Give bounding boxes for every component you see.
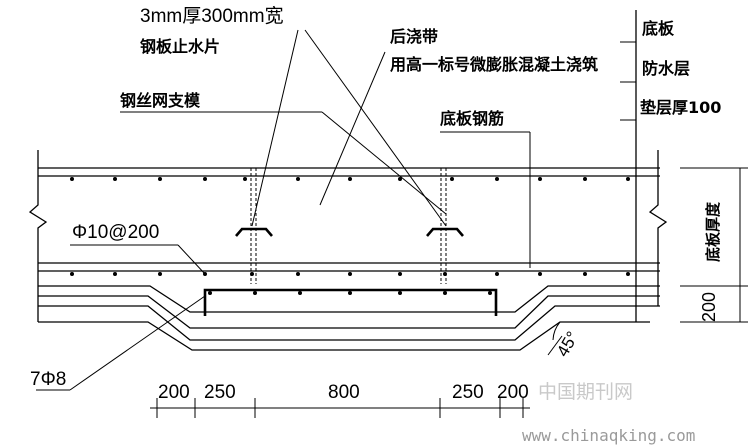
slab-outline	[28, 10, 668, 351]
bottom-rebar-dots	[70, 272, 630, 276]
steel-waterstops	[235, 227, 464, 237]
label-right-cushion: 垫层厚100	[640, 98, 721, 117]
dim-250-left: 250	[204, 382, 236, 403]
label-dim-200-right: 200	[699, 292, 719, 322]
label-mesh-form: 钢丝网支模	[120, 91, 201, 110]
angle-mark	[547, 321, 563, 356]
strip-bottom-rebar	[203, 288, 498, 316]
label-right-waterproof: 防水层	[642, 59, 690, 78]
label-pour-strip: 后浇带	[390, 27, 438, 46]
dim-200-right-bottom: 200	[497, 382, 529, 403]
top-rebar-dots	[70, 177, 630, 181]
dim-250-right: 250	[452, 382, 484, 403]
watermark-cn: 中国期刊网	[538, 381, 633, 403]
dim-800: 800	[328, 382, 360, 403]
label-waterstop-name: 钢板止水片	[140, 37, 220, 56]
right-dimension	[680, 167, 748, 323]
leader-lines	[36, 29, 636, 391]
label-waterstop-size: 3mm厚300mm宽	[140, 5, 284, 27]
strip-rebar-dots	[208, 291, 492, 295]
label-slab-thickness: 底板厚度	[704, 201, 722, 262]
label-rebar-bottom: 7Φ8	[30, 369, 66, 390]
watermark-url: www.chinaqking.com	[522, 426, 695, 445]
bottom-dimension-line	[150, 398, 530, 418]
label-right-slab: 底板	[642, 19, 675, 38]
label-rebar-spec: Φ10@200	[72, 222, 159, 243]
label-angle: 45°	[553, 328, 582, 360]
label-slab-rebar: 底板钢筋	[440, 109, 504, 128]
label-pour-material: 用高一标号微膨胀混凝土浇筑	[390, 55, 598, 74]
dim-200-left: 200	[158, 382, 190, 403]
